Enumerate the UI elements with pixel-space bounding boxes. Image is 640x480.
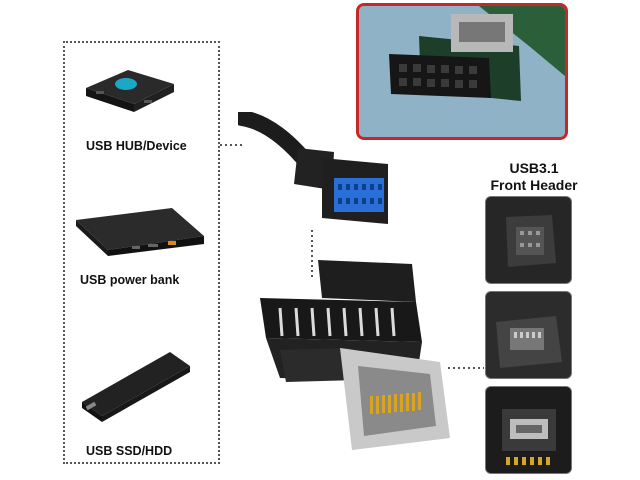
usb3-header-cable [238,112,408,232]
device-label-ssd: USB SSD/HDD [86,444,173,458]
motherboard-photo-2 [485,291,572,379]
inset-closeup-photo [356,3,568,140]
motherboard-photo-3 [485,386,572,474]
device-label-powerbank: USB power bank [80,273,180,287]
front-header-title: USB3.1 Front Header [484,160,584,194]
power-bank-icon [72,206,208,256]
usb-hub-icon [82,58,182,114]
front-header-line1: USB3.1 [509,160,559,176]
device-panel [63,41,220,464]
motherboard-photo-1 [485,196,572,284]
header-adapter-board [240,250,460,465]
front-header-line2: Front Header [490,177,578,193]
ssd-enclosure-icon [78,344,198,424]
device-label-hub: USB HUB/Device [86,139,187,153]
